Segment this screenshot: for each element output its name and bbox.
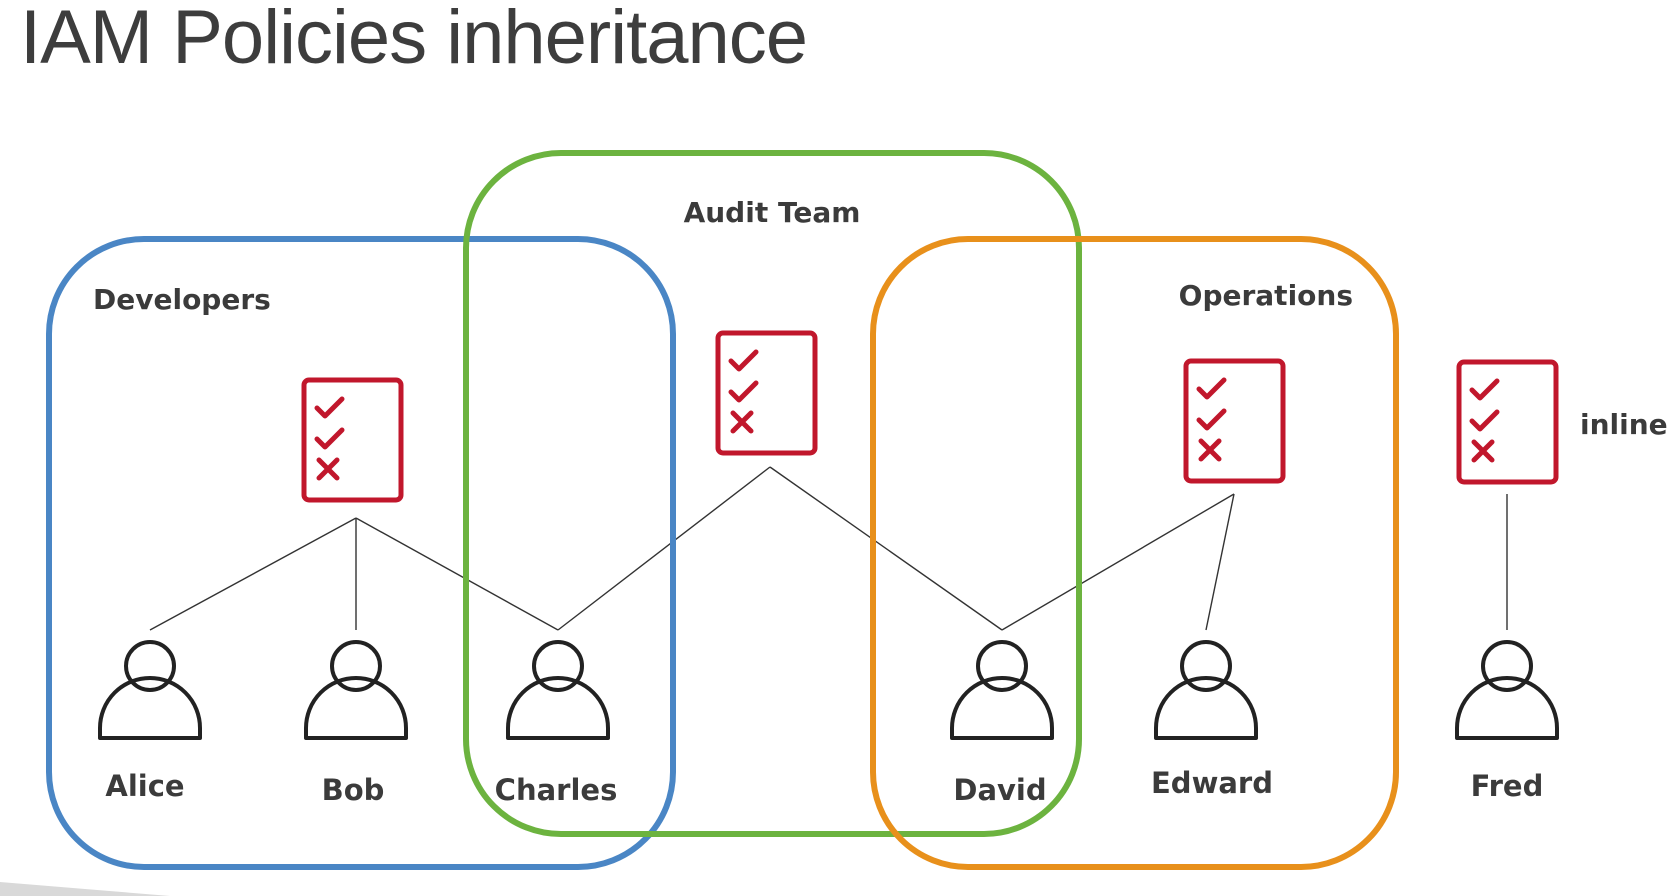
operations-policy-icon xyxy=(1186,361,1283,481)
user-edward-icon xyxy=(1154,640,1258,740)
page-title: IAM Policies inheritance xyxy=(20,0,808,80)
connector-audit-david xyxy=(769,466,1003,631)
connector-operations-edward xyxy=(1205,493,1235,631)
user-fred-icon xyxy=(1455,640,1559,740)
operations-group-label: Operations xyxy=(1179,279,1353,312)
inline-policy-icon xyxy=(1459,362,1556,482)
slide-corner-shade xyxy=(0,882,170,896)
user-david-icon xyxy=(950,640,1054,740)
connector-audit-charles xyxy=(557,466,771,631)
developers-group-label: Developers xyxy=(93,283,271,316)
connector-developers-charles xyxy=(355,517,559,631)
user-name-bob: Bob xyxy=(322,773,385,807)
user-name-charles: Charles xyxy=(495,773,618,807)
user-name-fred: Fred xyxy=(1471,769,1544,803)
user-charles-icon xyxy=(506,640,610,740)
audit-team-group-box xyxy=(463,150,1082,837)
user-bob-icon xyxy=(304,640,408,740)
audit-team-group-label: Audit Team xyxy=(684,196,861,229)
inline-policy-label: inline xyxy=(1580,408,1668,441)
operations-group-box xyxy=(870,236,1399,870)
user-name-edward: Edward xyxy=(1151,766,1273,800)
user-alice-icon xyxy=(98,640,202,740)
connector-operations-david xyxy=(1001,493,1235,631)
policy-connectors xyxy=(149,466,1508,631)
connector-developers-alice xyxy=(149,517,357,631)
user-name-david: David xyxy=(953,773,1046,807)
developers-policy-icon xyxy=(304,380,401,500)
developers-group-box xyxy=(46,236,676,870)
user-name-alice: Alice xyxy=(105,769,184,803)
audit-team-policy-icon xyxy=(718,333,815,453)
